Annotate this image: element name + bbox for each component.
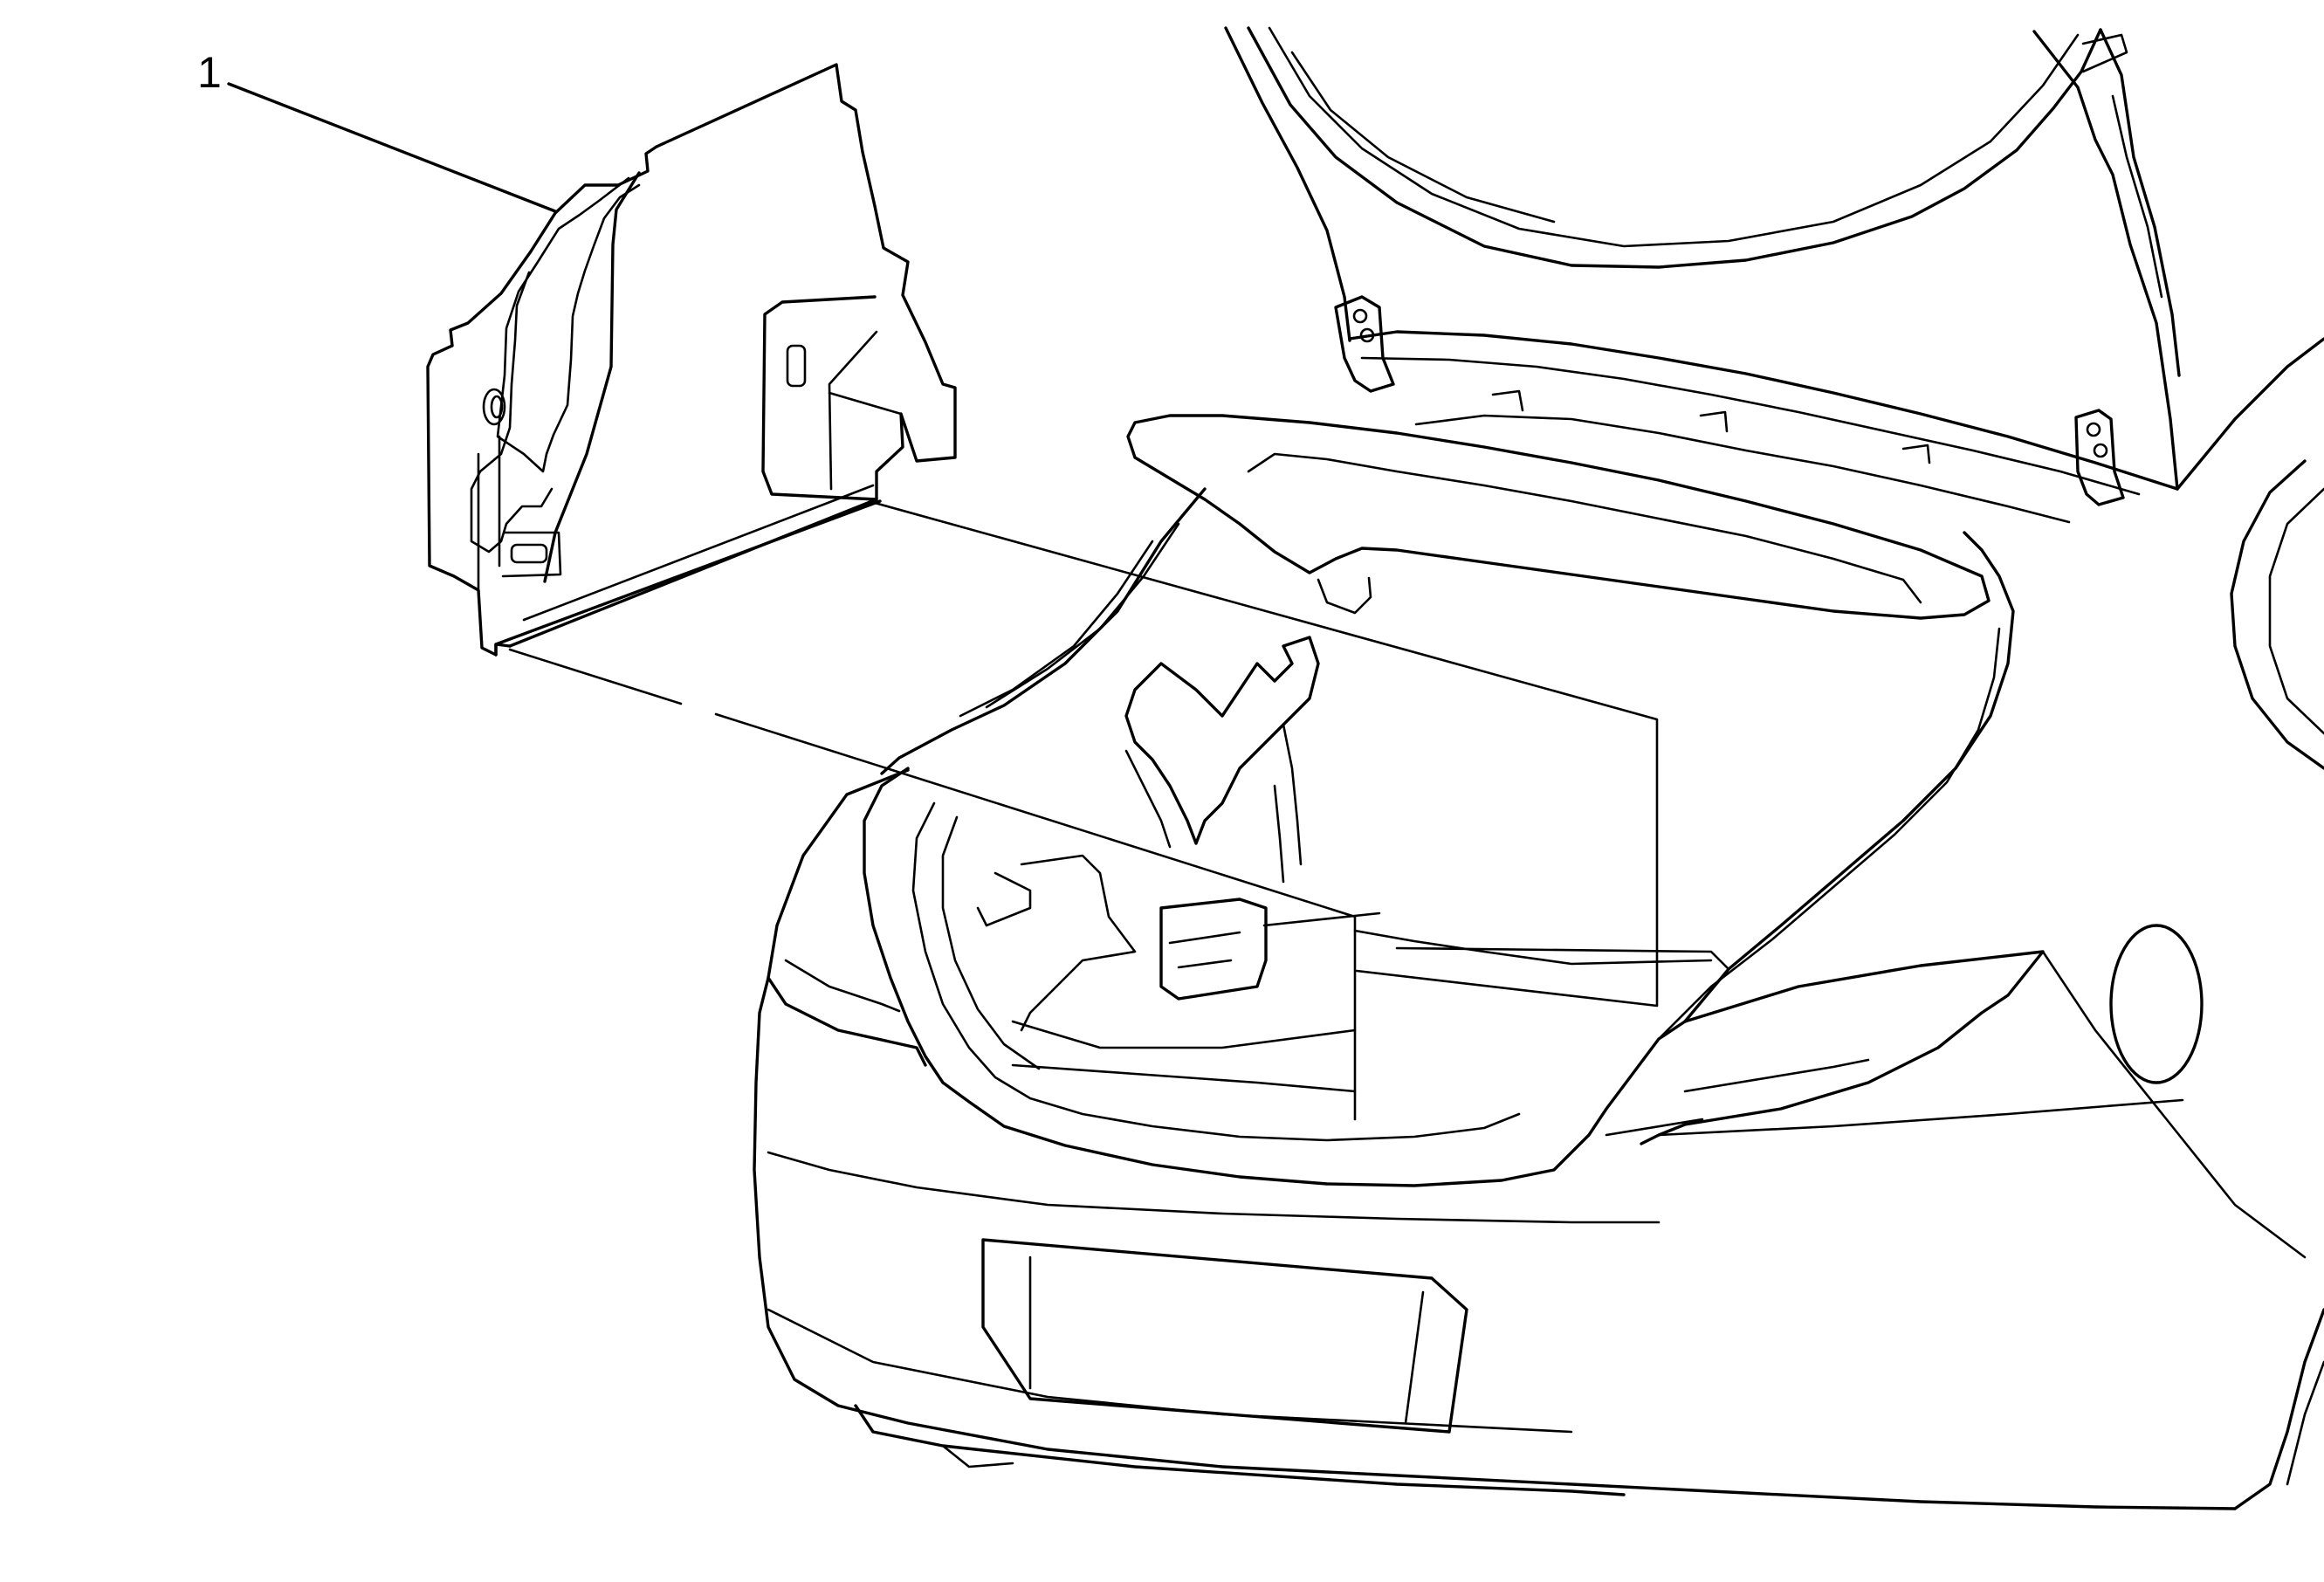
projection-lines — [508, 501, 1659, 1121]
callout-1: 1 — [197, 48, 557, 213]
leader-line-1 — [227, 82, 557, 213]
side-trim-panel — [426, 63, 957, 657]
vehicle-body — [753, 26, 2324, 1510]
callout-label-1: 1 — [197, 48, 222, 97]
